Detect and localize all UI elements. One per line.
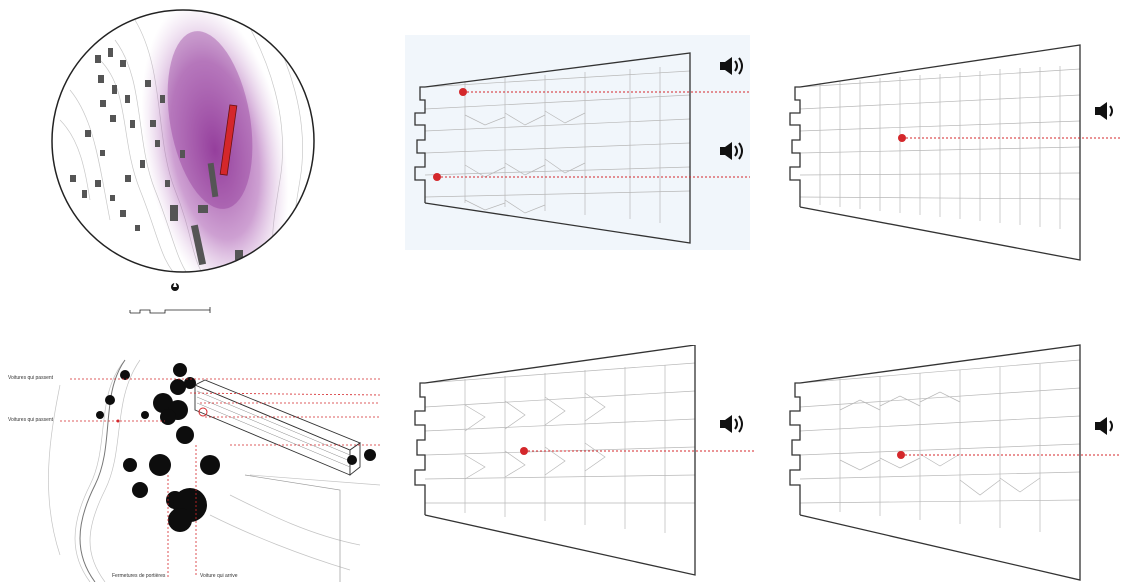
facade-drawing — [789, 44, 1121, 261]
speaker-icon — [1095, 102, 1113, 120]
scale-bar — [129, 307, 211, 314]
facade-panel-bottom-middle — [405, 345, 755, 582]
label-fermetures-de-portieres: Fermetures de portières — [112, 573, 166, 579]
label-voiture-qui-arrive: Voiture qui arrive — [200, 573, 238, 579]
facade-panel-top-right — [780, 25, 1121, 265]
speaker-icon — [1095, 417, 1113, 435]
facade-panel-bottom-right — [780, 340, 1121, 582]
label-voitures-qui-passent-1: Voitures qui passent — [8, 375, 54, 381]
axonometric-drawing — [48, 359, 380, 582]
speaker-icon — [720, 415, 743, 433]
speaker-icon — [720, 142, 743, 160]
facade-drawing — [789, 344, 1121, 581]
facade-drawing — [414, 345, 755, 576]
label-voitures-qui-passent-2: Voitures qui passent — [8, 417, 54, 423]
facade-panel-top-middle — [405, 25, 755, 255]
axonometric-panel: Voitures qui passent Voitures qui passen… — [0, 355, 380, 582]
north-arrow-icon — [171, 281, 179, 291]
speaker-icon — [720, 57, 743, 75]
facade-drawing — [405, 35, 750, 250]
site-plan-map — [51, 9, 315, 314]
site-plan-panel — [40, 0, 330, 320]
